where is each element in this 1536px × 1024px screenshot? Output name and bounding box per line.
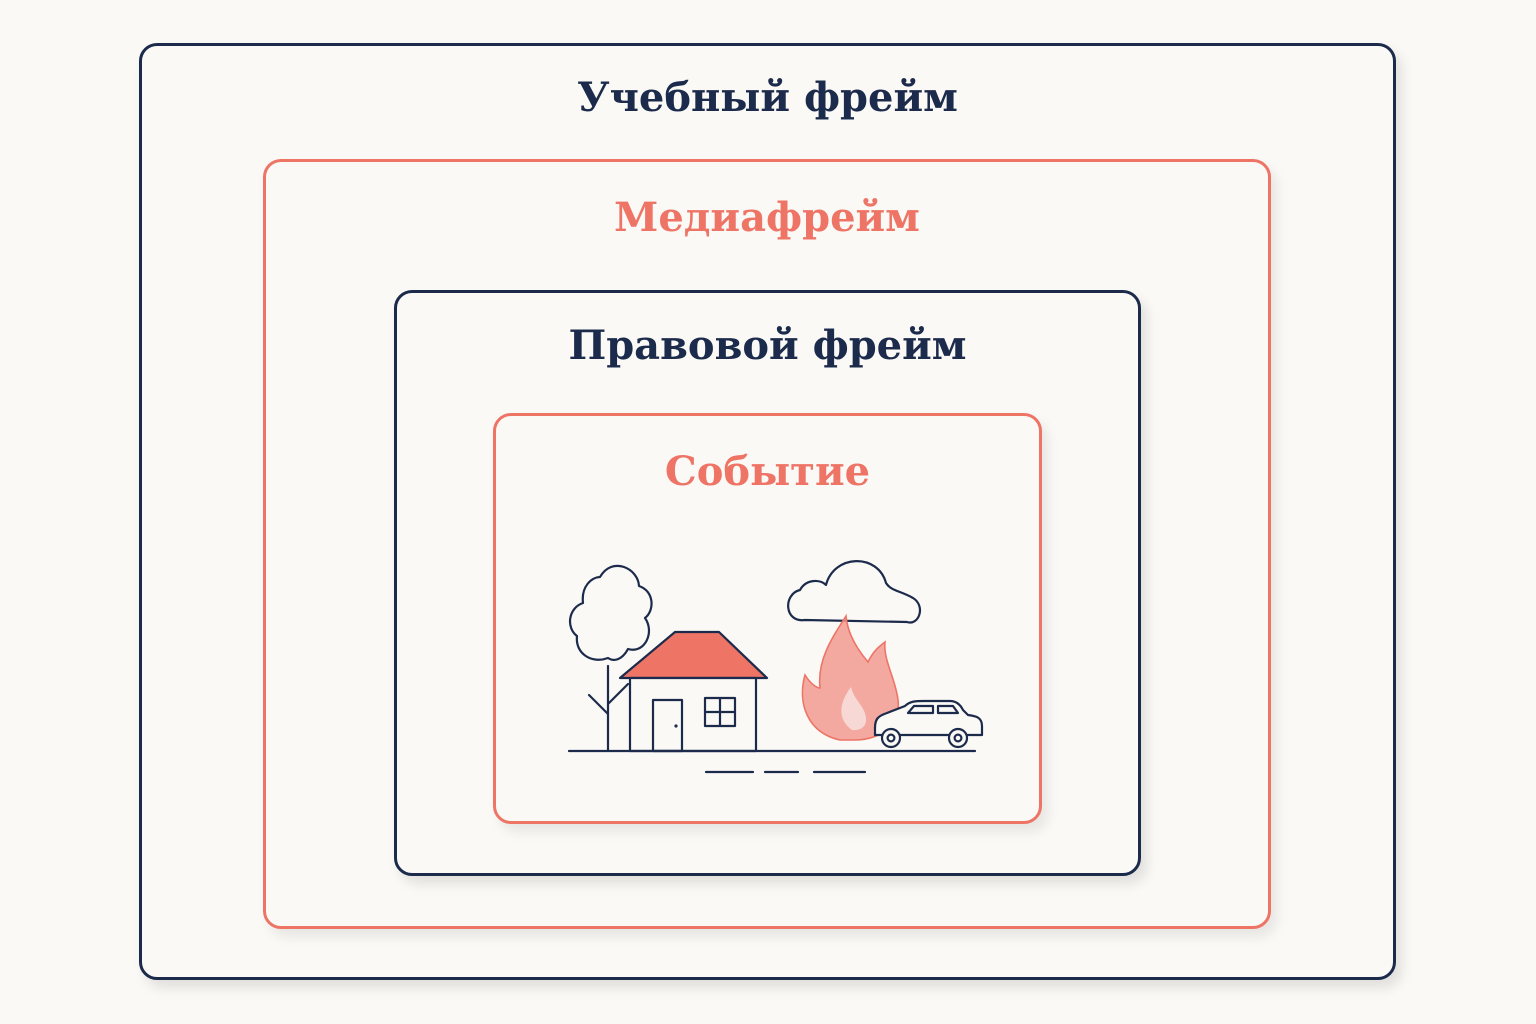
event-frame-title: Событие <box>664 448 871 495</box>
media-frame-title: Медиафрейм <box>614 194 920 241</box>
outer-frame-title: Учебный фрейм <box>577 74 958 121</box>
event-illustration <box>567 560 984 774</box>
cloud-icon <box>787 560 922 624</box>
event-frame-box: Событие <box>493 413 1042 824</box>
legal-frame-title: Правовой фрейм <box>568 322 967 369</box>
tree-icon <box>569 564 653 753</box>
fire-icon <box>801 613 900 741</box>
road-icon <box>567 749 977 774</box>
car-icon <box>873 699 984 749</box>
house-icon <box>618 630 769 753</box>
